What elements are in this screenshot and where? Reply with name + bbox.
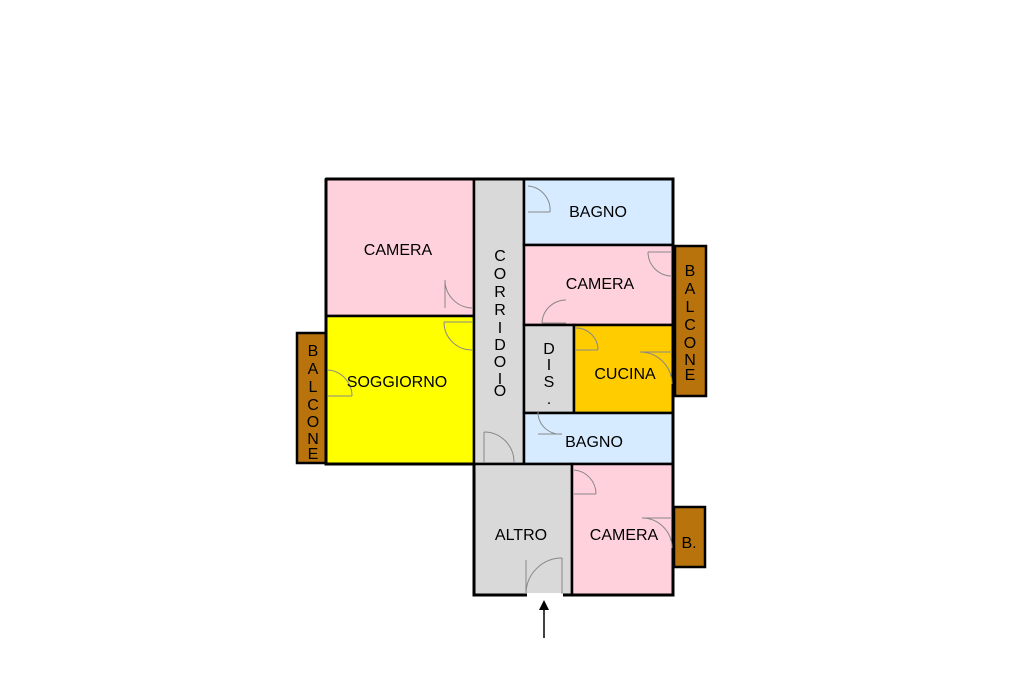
label-dis-letter: D — [543, 341, 555, 358]
room-altro — [472, 462, 574, 597]
label-bagno-top: BAGNO — [569, 204, 627, 221]
label-dis-letter: . — [547, 391, 551, 408]
label-balcone-left-letter: N — [307, 431, 319, 448]
room-camera-middle-right — [522, 243, 675, 327]
label-corridoio-letter: D — [494, 337, 506, 354]
door-camera-middle-right — [647, 251, 673, 277]
label-corridoio-letter: O — [494, 383, 506, 400]
door-cucina-balcone — [639, 351, 673, 385]
label-balcone-small: B. — [681, 535, 696, 552]
label-balcone-left: B A L C O N E — [307, 343, 319, 463]
label-corridoio-letter: O — [494, 354, 506, 371]
label-dis-letter: S — [544, 374, 555, 391]
door-camera-balcone-small — [641, 517, 673, 549]
door-soggiorno-balcone — [327, 369, 353, 397]
door-cucina — [575, 327, 599, 351]
door-camera-top-left — [444, 279, 474, 309]
door-bagno-bottom — [537, 411, 563, 435]
room-corridoio — [472, 177, 526, 466]
door-bagno-top — [527, 185, 551, 213]
label-balcone-right-letter: A — [685, 281, 696, 298]
label-camera-middle-right: CAMERA — [566, 276, 635, 293]
label-dis-letter: I — [547, 357, 551, 374]
entrance-arrow — [539, 600, 549, 638]
balcone-small — [672, 505, 707, 569]
door-camera-bottom-right — [573, 469, 597, 495]
balcone-left — [295, 331, 328, 465]
label-corridoio-letter: R — [494, 284, 506, 301]
label-balcone-right-letter: L — [686, 299, 695, 316]
label-corridoio-letter: I — [498, 371, 502, 388]
label-cucina: CUCINA — [594, 366, 656, 383]
outer-wall — [324, 177, 675, 597]
label-corridoio-letter: O — [494, 266, 506, 283]
label-balcone-left-letter: L — [309, 379, 318, 396]
label-balcone-left-letter: A — [308, 361, 319, 378]
label-balcone-right-letter: E — [685, 367, 696, 384]
label-dis: D I S . — [543, 341, 555, 408]
label-corridoio: C O R R I D O I O — [494, 248, 506, 400]
door-corridoio-altro — [483, 431, 515, 463]
balcone-right — [673, 244, 708, 398]
label-corridoio-letter: I — [498, 320, 502, 337]
label-soggiorno: SOGGIORNO — [347, 374, 447, 391]
label-balcone-right-letter: C — [684, 317, 696, 334]
label-balcone-right-letter: B — [685, 263, 696, 280]
label-corridoio-letter: C — [494, 248, 506, 265]
label-camera-top-left: CAMERA — [364, 242, 433, 259]
label-altro: ALTRO — [495, 527, 547, 544]
label-bagno-bottom: BAGNO — [565, 434, 623, 451]
label-balcone-right-letter: O — [684, 335, 696, 352]
label-balcone-left-letter: O — [307, 414, 319, 431]
label-camera-bottom-right: CAMERA — [590, 527, 659, 544]
room-cucina — [572, 323, 675, 415]
label-corridoio-letter: R — [494, 302, 506, 319]
entrance-gap — [527, 593, 563, 598]
door-soggiorno — [443, 321, 473, 351]
label-balcone-left-letter: E — [308, 446, 319, 463]
door-dis-camera — [541, 299, 567, 324]
door-entrance — [525, 557, 563, 595]
label-balcone-left-letter: B — [308, 343, 319, 360]
label-balcone-right: B A L C O N E — [684, 263, 696, 384]
label-balcone-left-letter: C — [307, 397, 319, 414]
label-balcone-right-letter: N — [684, 352, 696, 369]
